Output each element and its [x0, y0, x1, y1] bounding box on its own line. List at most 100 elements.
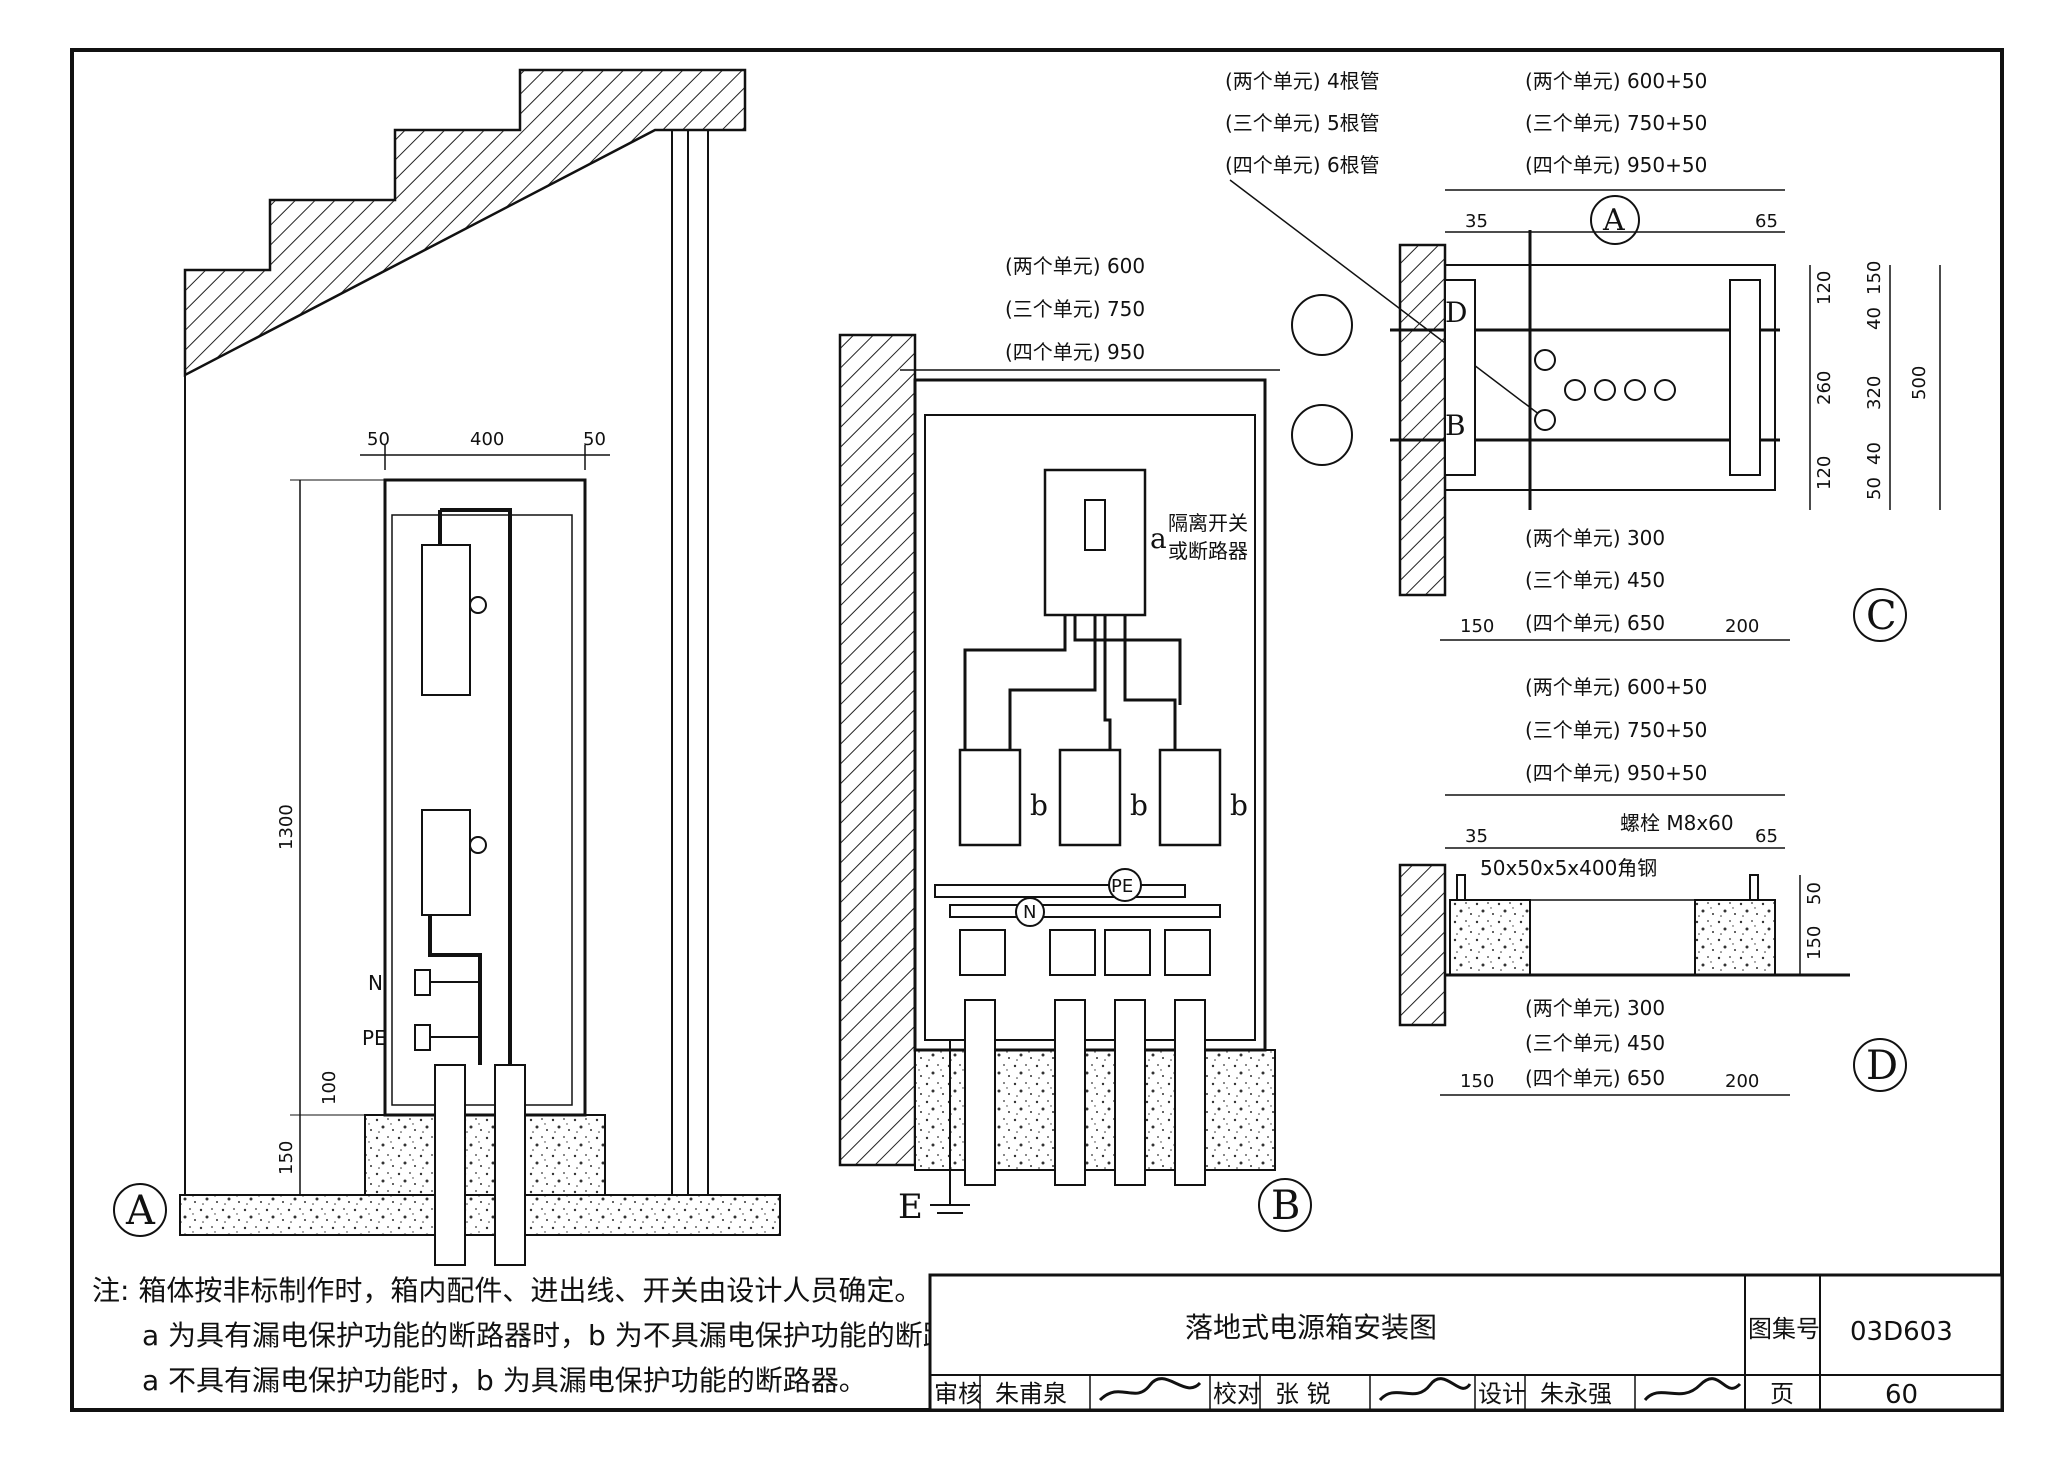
- svg-text:D: D: [1445, 296, 1467, 329]
- svg-text:b: b: [1230, 789, 1248, 822]
- svg-text:隔离开关: 隔离开关: [1168, 511, 1248, 535]
- note-line-3: a 不具有漏电保护功能时，b 为具漏电保护功能的断路器。: [142, 1364, 867, 1397]
- pipe-hole: [1654, 379, 1676, 401]
- signature-design: [1643, 1377, 1742, 1402]
- angle-steel-label: 50x50x5x400角钢: [1480, 856, 1657, 880]
- svg-text:40: 40: [1864, 442, 1885, 465]
- svg-text:(两个单元) 600+50: (两个单元) 600+50: [1525, 675, 1707, 699]
- svg-text:B: B: [1271, 1183, 1300, 1229]
- svg-text:(三个单元) 750+50: (三个单元) 750+50: [1525, 111, 1707, 135]
- cable: [1174, 999, 1206, 1186]
- svg-text:35: 35: [1465, 211, 1488, 232]
- breaker-2: [1058, 748, 1122, 847]
- svg-text:(三个单元) 750: (三个单元) 750: [1005, 297, 1145, 321]
- main-switch: [1043, 468, 1147, 617]
- earth-label: E: [898, 1187, 923, 1227]
- n-bus: [949, 904, 1221, 918]
- wall-hatch: [1398, 863, 1447, 1027]
- svg-text:150: 150: [1804, 926, 1825, 960]
- svg-text:(三个单元) 750+50: (三个单元) 750+50: [1525, 718, 1707, 742]
- foundation-right: [1694, 899, 1776, 976]
- view-d-section: (两个单元) 600+50 (三个单元) 750+50 (四个单元) 950+5…: [1398, 675, 1907, 1096]
- note-line-1: 注: 箱体按非标制作时，箱内配件、进出线、开关由设计人员确定。: [92, 1274, 922, 1307]
- terminal-block: [1104, 929, 1151, 976]
- svg-text:C: C: [1866, 593, 1897, 639]
- svg-text:a: a: [1150, 522, 1167, 555]
- pipe-hole: [1594, 379, 1616, 401]
- svg-text:35: 35: [1465, 826, 1488, 847]
- view-a-section: N PE 50 400 50 1300 100 150 A: [113, 68, 781, 1266]
- bus-pe-label: PE: [362, 1026, 387, 1050]
- svg-text:100: 100: [319, 1071, 340, 1105]
- svg-text:(四个单元) 950+50: (四个单元) 950+50: [1525, 153, 1707, 177]
- view-c-plan: (两个单元) 4根管 (三个单元) 5根管 (四个单元) 6根管 (两个单元) …: [1225, 69, 1941, 642]
- svg-text:设计: 设计: [1478, 1380, 1526, 1408]
- svg-text:(四个单元) 950: (四个单元) 950: [1005, 340, 1145, 364]
- foundation-left: [1449, 899, 1531, 976]
- conduit: [494, 1064, 526, 1266]
- svg-text:朱永强: 朱永强: [1540, 1380, 1612, 1408]
- svg-text:(两个单元) 300: (两个单元) 300: [1525, 526, 1665, 550]
- svg-text:150: 150: [1864, 261, 1885, 295]
- svg-text:(四个单元) 950+50: (四个单元) 950+50: [1525, 761, 1707, 785]
- svg-text:PE: PE: [1111, 876, 1133, 897]
- svg-text:200: 200: [1725, 616, 1759, 637]
- notes: 注: 箱体按非标制作时，箱内配件、进出线、开关由设计人员确定。 a 为具有漏电保…: [92, 1274, 1007, 1397]
- view-c-marker: [1853, 588, 1907, 642]
- svg-text:b: b: [1130, 789, 1148, 822]
- conduit: [434, 1064, 466, 1266]
- cable: [964, 999, 996, 1186]
- svg-text:A: A: [1602, 203, 1625, 238]
- title-block: 落地式电源箱安装图 图集号 03D603 审核 朱甫泉 校对 张 锐 设计 朱永…: [928, 1273, 2004, 1412]
- svg-text:65: 65: [1755, 211, 1778, 232]
- svg-text:校对: 校对: [1213, 1380, 1261, 1408]
- atlas-label: 图集号: [1748, 1315, 1820, 1343]
- svg-text:320: 320: [1864, 376, 1885, 410]
- svg-text:B: B: [1445, 409, 1466, 442]
- pipe-hole: [1534, 409, 1556, 431]
- page-number: 60: [1885, 1380, 1918, 1410]
- view-d-marker: [1853, 1038, 1907, 1092]
- svg-text:页: 页: [1770, 1380, 1794, 1408]
- svg-text:(两个单元) 600+50: (两个单元) 600+50: [1525, 69, 1707, 93]
- svg-text:200: 200: [1725, 1071, 1759, 1092]
- terminal-block: [959, 929, 1006, 976]
- plinth: [364, 1114, 606, 1196]
- svg-text:A: A: [125, 1188, 156, 1234]
- svg-text:N: N: [1023, 902, 1036, 923]
- svg-text:(四个单元) 650: (四个单元) 650: [1525, 611, 1665, 635]
- wall-hatch: [838, 333, 917, 1167]
- breaker-side-1: [421, 544, 471, 696]
- signature-review: [1098, 1377, 1202, 1402]
- view-b-front: (两个单元) 600 (三个单元) 750 (四个单元) 950 a 隔离开关 …: [838, 254, 1312, 1232]
- svg-text:120: 120: [1814, 271, 1835, 305]
- svg-text:150: 150: [1460, 1071, 1494, 1092]
- svg-text:50: 50: [1804, 882, 1825, 905]
- svg-text:b: b: [1030, 789, 1048, 822]
- pe-bus: [934, 884, 1186, 898]
- svg-text:朱甫泉: 朱甫泉: [995, 1380, 1067, 1408]
- svg-text:50: 50: [367, 429, 390, 450]
- svg-text:(两个单元) 4根管: (两个单元) 4根管: [1225, 69, 1380, 93]
- terminal-block: [1164, 929, 1211, 976]
- bus-n-label: N: [368, 971, 383, 995]
- pipe-hole: [1624, 379, 1646, 401]
- svg-text:260: 260: [1814, 371, 1835, 405]
- svg-text:(三个单元) 450: (三个单元) 450: [1525, 568, 1665, 592]
- note-line-2: a 为具有漏电保护功能的断路器时，b 为不具漏电保护功能的断路器。: [142, 1319, 1007, 1352]
- svg-text:150: 150: [276, 1141, 297, 1175]
- svg-text:(三个单元) 5根管: (三个单元) 5根管: [1225, 111, 1380, 135]
- signature-check: [1378, 1377, 1472, 1402]
- svg-text:D: D: [1866, 1043, 1898, 1089]
- svg-text:(三个单元) 450: (三个单元) 450: [1525, 1031, 1665, 1055]
- wall-hatch: [1398, 243, 1447, 597]
- svg-text:(四个单元) 650: (四个单元) 650: [1525, 1066, 1665, 1090]
- svg-text:(两个单元) 300: (两个单元) 300: [1525, 996, 1665, 1020]
- pipe-hole: [1564, 379, 1586, 401]
- breaker-side-2: [421, 809, 471, 916]
- stair-hatch: [183, 68, 747, 378]
- svg-text:150: 150: [1460, 616, 1494, 637]
- atlas-number: 03D603: [1850, 1317, 1953, 1347]
- box-plan: [1444, 264, 1776, 491]
